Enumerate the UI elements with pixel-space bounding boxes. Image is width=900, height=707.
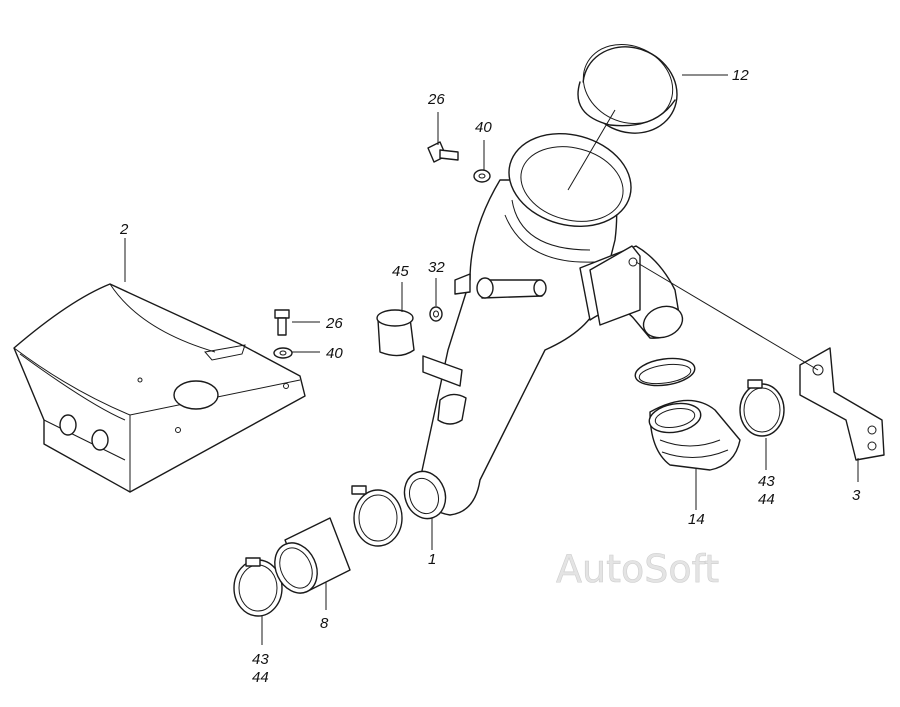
part-2-shield	[13, 283, 306, 493]
clamp-upper-right	[634, 357, 696, 387]
callout-2: 2	[119, 221, 129, 238]
part-8-hose-sleeve	[274, 517, 351, 594]
part-40-washer-top	[473, 169, 491, 183]
part-3-bracket	[799, 347, 885, 461]
part-12-cap	[577, 43, 678, 134]
clamp-43-right	[739, 379, 785, 437]
part-40-washer-mid	[273, 347, 293, 359]
callout-43-bottom: 43	[252, 651, 269, 668]
callout-1: 1	[428, 551, 436, 568]
part-45-rubber-mount	[376, 309, 415, 357]
callout-12: 12	[732, 67, 749, 84]
watermark-text: AutoSoft	[556, 547, 719, 591]
callout-40-top: 40	[475, 119, 492, 136]
callout-14: 14	[688, 511, 705, 528]
callout-44-bottom: 44	[252, 669, 269, 686]
callout-43-right: 43	[758, 473, 775, 490]
leader-lines	[124, 74, 859, 645]
part-32-nut	[429, 306, 443, 322]
callout-32: 32	[428, 259, 445, 276]
clamp-43-bottom	[233, 557, 283, 617]
callout-40-mid: 40	[326, 345, 343, 362]
callout-45: 45	[392, 263, 409, 280]
part-1-intake-pipe	[403, 132, 684, 520]
callout-44-right: 44	[758, 491, 775, 508]
callout-26-mid: 26	[325, 315, 343, 332]
clamp-upper-left	[351, 485, 403, 547]
callout-8: 8	[320, 615, 329, 632]
callout-26-top: 26	[427, 91, 445, 108]
callout-3: 3	[852, 487, 861, 504]
part-26-bolt-mid	[274, 309, 290, 336]
part-26-bolt-top	[427, 141, 459, 163]
part-14-elbow-hose	[648, 399, 741, 471]
